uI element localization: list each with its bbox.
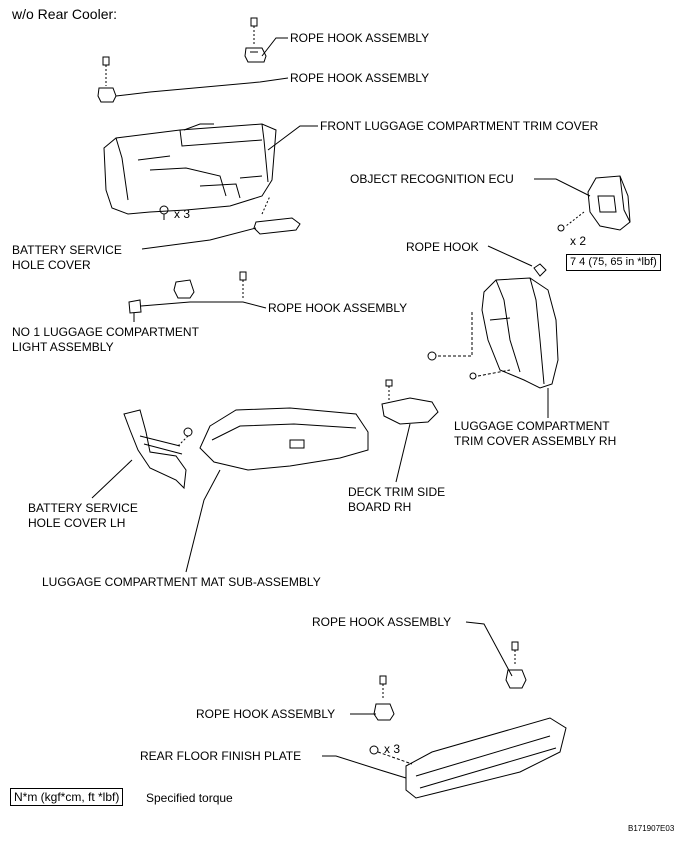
leader-mat xyxy=(185,469,221,573)
rope-hook-assembly-second-part xyxy=(97,56,117,103)
label-deck-trim-line2: BOARD RH xyxy=(348,500,412,514)
front-trim-cover-part xyxy=(103,123,277,215)
label-screw-qty-x3-lower: x 3 xyxy=(384,742,401,756)
label-rear-floor-plate: REAR FLOOR FINISH PLATE xyxy=(140,749,302,763)
label-rope-hook-assembly-4: ROPE HOOK ASSEMBLY xyxy=(312,615,452,629)
leader-rear-floor-plate xyxy=(322,755,407,779)
figure-code: B171907E03 xyxy=(628,824,675,833)
leader-deck-trim xyxy=(395,423,411,483)
label-deck-trim-line1: DECK TRIM SIDE xyxy=(348,485,446,499)
diagram-title: w/o Rear Cooler: xyxy=(12,6,118,22)
label-trim-rh-line1: LUGGAGE COMPARTMENT xyxy=(454,419,610,433)
leader-battery-cover-lh xyxy=(91,459,133,499)
label-mat: LUGGAGE COMPARTMENT MAT SUB-ASSEMBLY xyxy=(42,575,321,589)
label-rope-hook-assembly-1: ROPE HOOK ASSEMBLY xyxy=(290,31,430,45)
label-screw-qty-x2: x 2 xyxy=(570,234,587,248)
label-rope-hook: ROPE HOOK xyxy=(406,240,479,254)
label-no1-light-line2: LIGHT ASSEMBLY xyxy=(12,340,114,354)
battery-service-hole-cover-lh-part xyxy=(123,409,193,490)
label-rope-hook-assembly-2: ROPE HOOK ASSEMBLY xyxy=(290,71,430,85)
rope-hook-assembly-lower-right-part xyxy=(505,641,527,689)
legend-text: Specified torque xyxy=(146,791,233,805)
label-screw-qty-x3-upper: x 3 xyxy=(174,207,191,221)
rope-hook-part xyxy=(533,263,547,277)
luggage-light-part xyxy=(128,271,247,314)
label-battery-cover-lh-line2: HOLE COVER LH xyxy=(28,516,126,530)
leader-battery-service-hole-cover xyxy=(141,227,257,250)
label-rope-hook-assembly-5: ROPE HOOK ASSEMBLY xyxy=(196,707,336,721)
label-battery-cover-lh-line1: BATTERY SERVICE xyxy=(28,501,138,515)
leader-object-recognition-ecu xyxy=(534,178,591,197)
leader-rope-hook-assembly-2 xyxy=(115,77,289,97)
leader-rope-hook-assembly-1 xyxy=(261,37,288,57)
torque-spec-box: 7 4 (75, 65 in *lbf) xyxy=(566,254,661,271)
legend-torque-box: N*m (kgf*cm, ft *lbf) xyxy=(10,788,124,806)
leader-rope-hook-assembly-3 xyxy=(140,301,267,309)
label-battery-cover-line1: BATTERY SERVICE xyxy=(12,243,122,257)
rope-hook-assembly-lower-left-part xyxy=(373,675,395,721)
rope-hook-assembly-top-part xyxy=(244,17,267,63)
luggage-compartment-mat-part xyxy=(199,407,369,471)
screw-x3-upper xyxy=(159,205,169,220)
label-trim-rh-line2: TRIM COVER ASSEMBLY RH xyxy=(454,434,617,448)
label-object-recognition-ecu: OBJECT RECOGNITION ECU xyxy=(350,172,514,186)
leader-rope-hook-assembly-4 xyxy=(465,621,513,677)
leader-rope-hook xyxy=(487,245,533,267)
label-rope-hook-assembly-3: ROPE HOOK ASSEMBLY xyxy=(268,301,408,315)
rear-floor-finish-plate-part xyxy=(369,717,567,799)
deck-trim-side-board-part xyxy=(381,379,439,425)
label-battery-cover-line2: HOLE COVER xyxy=(12,258,91,272)
battery-service-hole-cover-part xyxy=(253,195,301,235)
label-front-trim-cover: FRONT LUGGAGE COMPARTMENT TRIM COVER xyxy=(320,119,599,133)
leader-front-trim-cover xyxy=(267,125,318,151)
trim-cover-assembly-rh-part xyxy=(427,277,559,389)
label-no1-light-line1: NO 1 LUGGAGE COMPARTMENT xyxy=(12,325,199,339)
object-recognition-ecu-part xyxy=(557,175,631,232)
